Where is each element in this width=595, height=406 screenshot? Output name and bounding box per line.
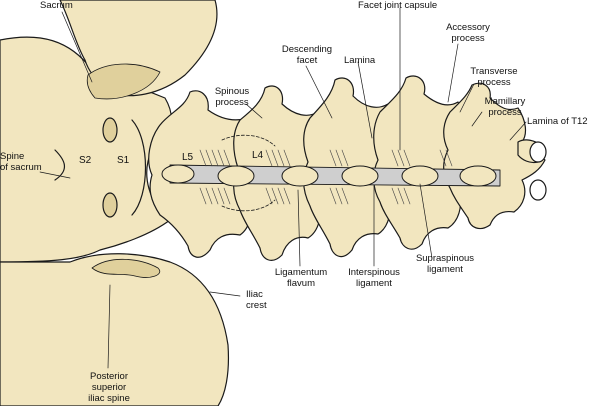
label-spinous-process: Spinous process: [214, 86, 250, 108]
label-spine-of-sacrum: Spine of sacrum: [0, 151, 42, 173]
psis-texture: [91, 258, 161, 278]
label-mamillary-process: Mamillary process: [484, 96, 526, 118]
label-sacrum: Sacrum: [40, 0, 73, 11]
l2-vertebra: [373, 75, 470, 250]
lower-ilium: [0, 253, 230, 406]
label-posterior-superior-iliac-spine: Posterior superior iliac spine: [88, 371, 130, 404]
label-iliac-crest: Iliac crest: [246, 289, 267, 311]
segment-l4-label: L4: [252, 150, 264, 161]
label-supraspinous-ligament: Supraspinous ligament: [415, 253, 475, 275]
segment-s1-label: S1: [117, 155, 130, 166]
segment-s2-label: S2: [79, 155, 92, 166]
label-facet-joint-capsule: Facet joint capsule: [358, 0, 438, 11]
ligament-hatching: [199, 149, 453, 205]
label-lamina: Lamina: [344, 55, 376, 66]
l1-vertebra: [443, 82, 546, 230]
sacrum-texture: [86, 63, 161, 100]
label-lamina-of-t12: Lamina of T12: [527, 116, 588, 127]
spinous-process-beads: [161, 164, 497, 187]
label-ligamentum-flavum: Ligamentum flavum: [274, 267, 328, 289]
leader-lines: [39, 7, 527, 369]
label-interspinous-ligament: Interspinous ligament: [348, 267, 400, 289]
label-accessory-process: Accessory process: [446, 22, 490, 44]
label-transverse-process: Transverse process: [470, 66, 518, 88]
label-descending-facet: Descending facet: [281, 44, 333, 66]
segment-l5-label: L5: [182, 152, 194, 163]
